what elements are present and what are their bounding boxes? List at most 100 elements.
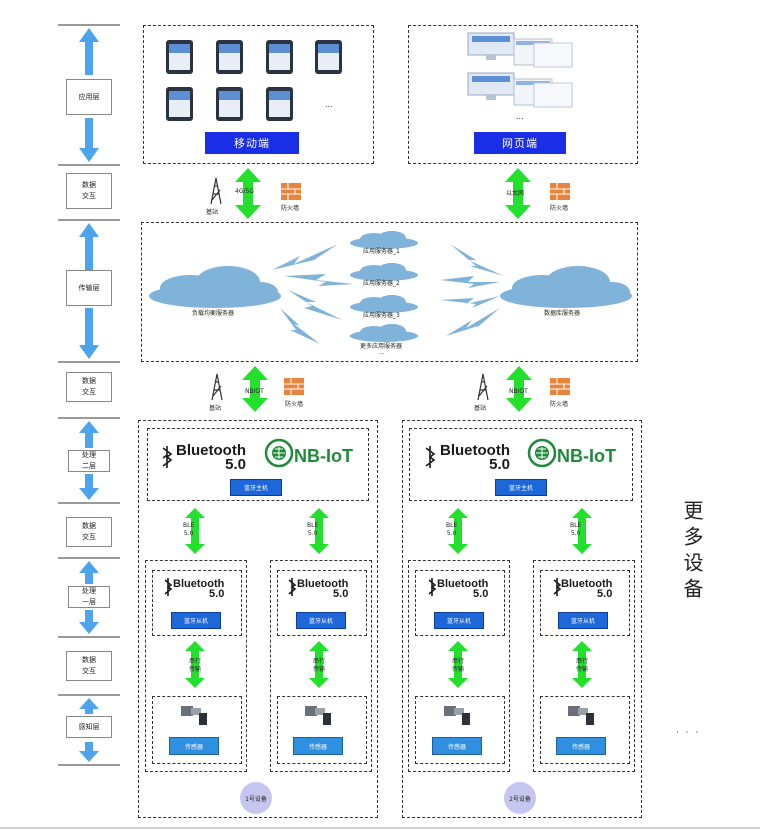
bluetooth-icon [162, 446, 562, 596]
green-link-arrows [185, 168, 592, 688]
device-2-slave-a-button[interactable]: 蓝牙从机 [434, 612, 484, 629]
device-1-slave-a-outer [145, 560, 247, 772]
device-2-serial-label-a: 串行 传输 [452, 658, 465, 673]
device-1-slave-b-box [277, 570, 367, 636]
web-monitors-graphic [467, 32, 573, 108]
mobile-devices-graphic [166, 40, 342, 121]
device-2-sensor-a-button[interactable]: 传感器 [432, 737, 482, 755]
device-1-badge: 1号设备 [240, 782, 272, 814]
device-1-slave-a-button[interactable]: 蓝牙从机 [171, 612, 221, 629]
layer-label-exchange-3: 数据 交互 [66, 517, 112, 547]
bt-brand-text: Bluetooth [440, 442, 510, 459]
device-1-sensor-b-button[interactable]: 传感器 [293, 737, 343, 755]
bt-brand-text: Bluetooth [297, 578, 349, 590]
device-2-slave-b-outer [533, 560, 635, 772]
device-2-sensor-a-box [415, 696, 505, 764]
link-label-ethernet: 以太网 [506, 190, 525, 197]
device-2-ble-label-b: BLE 5.0 [570, 522, 582, 537]
link-label-nbiot-2: NBIOT [509, 388, 528, 395]
app-server-2-label: 应用服务器_2 [363, 280, 400, 287]
more-app-servers-ellipsis: ... [379, 349, 385, 356]
server-clouds [149, 231, 632, 342]
device-2-sensor-b-box [540, 696, 630, 764]
layer-label-sensing: 感知层 [66, 716, 112, 738]
layer-span-arrows [79, 28, 99, 762]
sensor-image [181, 706, 594, 725]
more-app-servers-label: 更多应用服务器 [360, 343, 403, 350]
device-2-serial-label-b: 串行 传输 [576, 658, 589, 673]
layer-label-transport: 传输层 [66, 270, 112, 306]
transport-box [141, 222, 638, 362]
web-client-box [408, 25, 638, 164]
device-2-sensor-b-button[interactable]: 传感器 [556, 737, 606, 755]
device-2-slave-b-button[interactable]: 蓝牙从机 [558, 612, 608, 629]
mobile-client-box [143, 25, 374, 164]
web-client-button[interactable]: 网页端 [474, 132, 566, 154]
database-server-label: 数据库服务器 [544, 310, 581, 317]
device-1-master-box [147, 428, 369, 501]
app-server-3-label: 应用服务器_3 [363, 312, 400, 319]
bt-version-text: 5.0 [597, 588, 613, 600]
bt-version-text: 5.0 [333, 588, 349, 600]
device-1-sensor-a-box [152, 696, 242, 764]
firewall-label-1: 防火墙 [281, 205, 300, 212]
device-2-slave-a-box [415, 570, 505, 636]
base-station-label-2: 基站 [209, 405, 222, 412]
device-1-master-button[interactable]: 蓝牙主机 [230, 479, 282, 496]
device-2-badge: 2号设备 [504, 782, 536, 814]
load-balancer-label: 负载均衡服务器 [192, 310, 235, 317]
more-devices-text: 更多设备 [680, 500, 704, 604]
firewall-label-3: 防火墙 [285, 401, 304, 408]
device-1-nb-iot-text: NB-IoT [294, 446, 353, 466]
layer-label-exchange-4: 数据 交互 [66, 651, 112, 681]
more-devices-dots: · · · [676, 728, 701, 738]
device-1-sensor-b-box [277, 696, 367, 764]
bt-version-text: 5.0 [489, 456, 510, 473]
web-ellipsis: ... [516, 112, 524, 121]
device-2-ble-label-a: BLE 5.0 [446, 522, 458, 537]
bt-version-text: 5.0 [209, 588, 225, 600]
layer-label-exchange-2: 数据 交互 [66, 372, 112, 402]
device-1-ble-label-a: BLE 5.0 [183, 522, 195, 537]
firewall-label-2: 防火墙 [550, 205, 569, 212]
device-1-ble-label-b: BLE 5.0 [307, 522, 319, 537]
device-2-master-button[interactable]: 蓝牙主机 [495, 479, 547, 496]
layer-label-process1: 处理 一层 [68, 586, 110, 608]
nb-iot-logo [264, 438, 557, 468]
device-1-slave-b-outer [270, 560, 372, 772]
link-label-4g5g: 4G/5G [235, 188, 254, 195]
mobile-client-button[interactable]: 移动端 [205, 132, 299, 154]
layer-separator-lines [58, 24, 120, 766]
bt-brand-text: Bluetooth [561, 578, 613, 590]
device-2-slave-a-outer [408, 560, 510, 772]
base-station-label-1: 基站 [206, 209, 219, 216]
device-1-serial-label-b: 串行 传输 [313, 658, 326, 673]
device-2-slave-b-box [540, 570, 630, 636]
device-2-master-box [409, 428, 633, 501]
base-station-icon [210, 177, 489, 401]
device-2-box [402, 420, 642, 818]
base-station-label-3: 基站 [474, 405, 487, 412]
layer-label-process2: 处理 二层 [68, 450, 110, 472]
device-1-slave-a-box [152, 570, 242, 636]
firewall-icon [281, 183, 570, 395]
bt-brand-text: Bluetooth [173, 578, 225, 590]
bt-brand-text: Bluetooth [176, 442, 246, 459]
device-1-slave-b-button[interactable]: 蓝牙从机 [296, 612, 346, 629]
device-1-box [138, 420, 378, 818]
device-1-serial-label-a: 串行 传输 [189, 658, 202, 673]
wireless-link-bolts [272, 244, 504, 344]
mobile-ellipsis: ... [325, 100, 333, 109]
bt-version-text: 5.0 [473, 588, 489, 600]
bt-brand-text: Bluetooth [437, 578, 489, 590]
device-1-sensor-a-button[interactable]: 传感器 [169, 737, 219, 755]
layer-label-exchange-1: 数据 交互 [66, 173, 112, 209]
app-server-1-label: 应用服务器_1 [363, 248, 400, 255]
